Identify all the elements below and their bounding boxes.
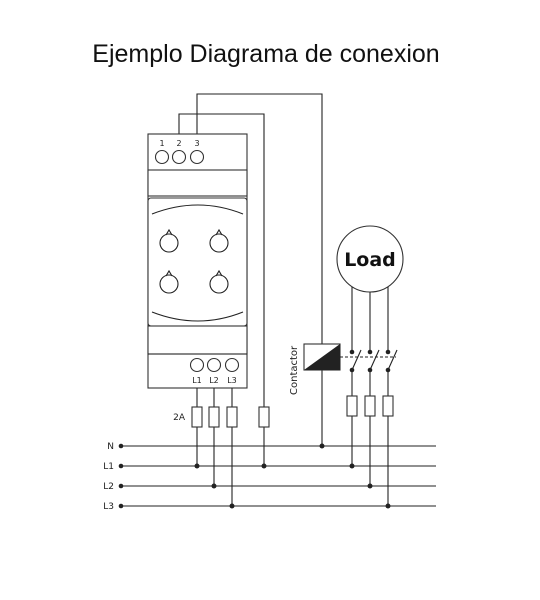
terminal-l2 <box>206 357 222 373</box>
terminal-1 <box>154 149 170 165</box>
contactor-label: Contactor <box>289 345 300 395</box>
bus-label: L2 <box>103 482 114 492</box>
relay-front-panel <box>147 197 248 327</box>
terminal-label: L3 <box>227 376 237 385</box>
bus-label: N <box>107 442 114 452</box>
terminal-label: 1 <box>159 139 164 148</box>
load-label: Load <box>344 249 396 271</box>
load: Load <box>336 225 404 350</box>
knob-icon <box>209 269 229 294</box>
fuse-icon <box>191 406 203 428</box>
terminal-label: L2 <box>209 376 219 385</box>
diagram-title: Ejemplo Diagrama de conexion <box>92 40 440 68</box>
junction-dots <box>194 443 391 509</box>
terminal-3 <box>189 149 205 165</box>
fuse-icon <box>382 395 394 417</box>
terminal-label: 2 <box>176 139 181 148</box>
supply-bus: N L1 L2 L3 <box>103 442 436 512</box>
knob-icon <box>209 228 229 253</box>
fuse-icon <box>208 406 220 428</box>
terminal-l3 <box>224 357 240 373</box>
contactor-coil-fill <box>304 344 340 370</box>
knob-icon <box>159 228 179 253</box>
terminal-l1 <box>189 357 205 373</box>
knob-icon <box>159 269 179 294</box>
relay-upper-band <box>147 169 248 197</box>
switch-contacts <box>349 349 398 373</box>
fuse-icon <box>226 406 238 428</box>
relay-input-wires <box>196 388 265 506</box>
fuse-icon <box>346 395 358 417</box>
fuse-icon <box>364 395 376 417</box>
terminal-label: L1 <box>192 376 202 385</box>
bus-label: L1 <box>103 462 114 472</box>
fuse-icon <box>258 406 270 428</box>
relay-lower-band <box>147 325 248 355</box>
contactor: Contactor <box>289 343 398 506</box>
bus-label: L3 <box>103 502 114 512</box>
terminal-label: 3 <box>194 139 199 148</box>
fuses: 2A <box>173 406 270 428</box>
fuse-rating: 2A <box>173 413 186 423</box>
terminal-2 <box>171 149 187 165</box>
phase-relay: 1 2 3 L1 L2 L3 <box>147 133 248 389</box>
